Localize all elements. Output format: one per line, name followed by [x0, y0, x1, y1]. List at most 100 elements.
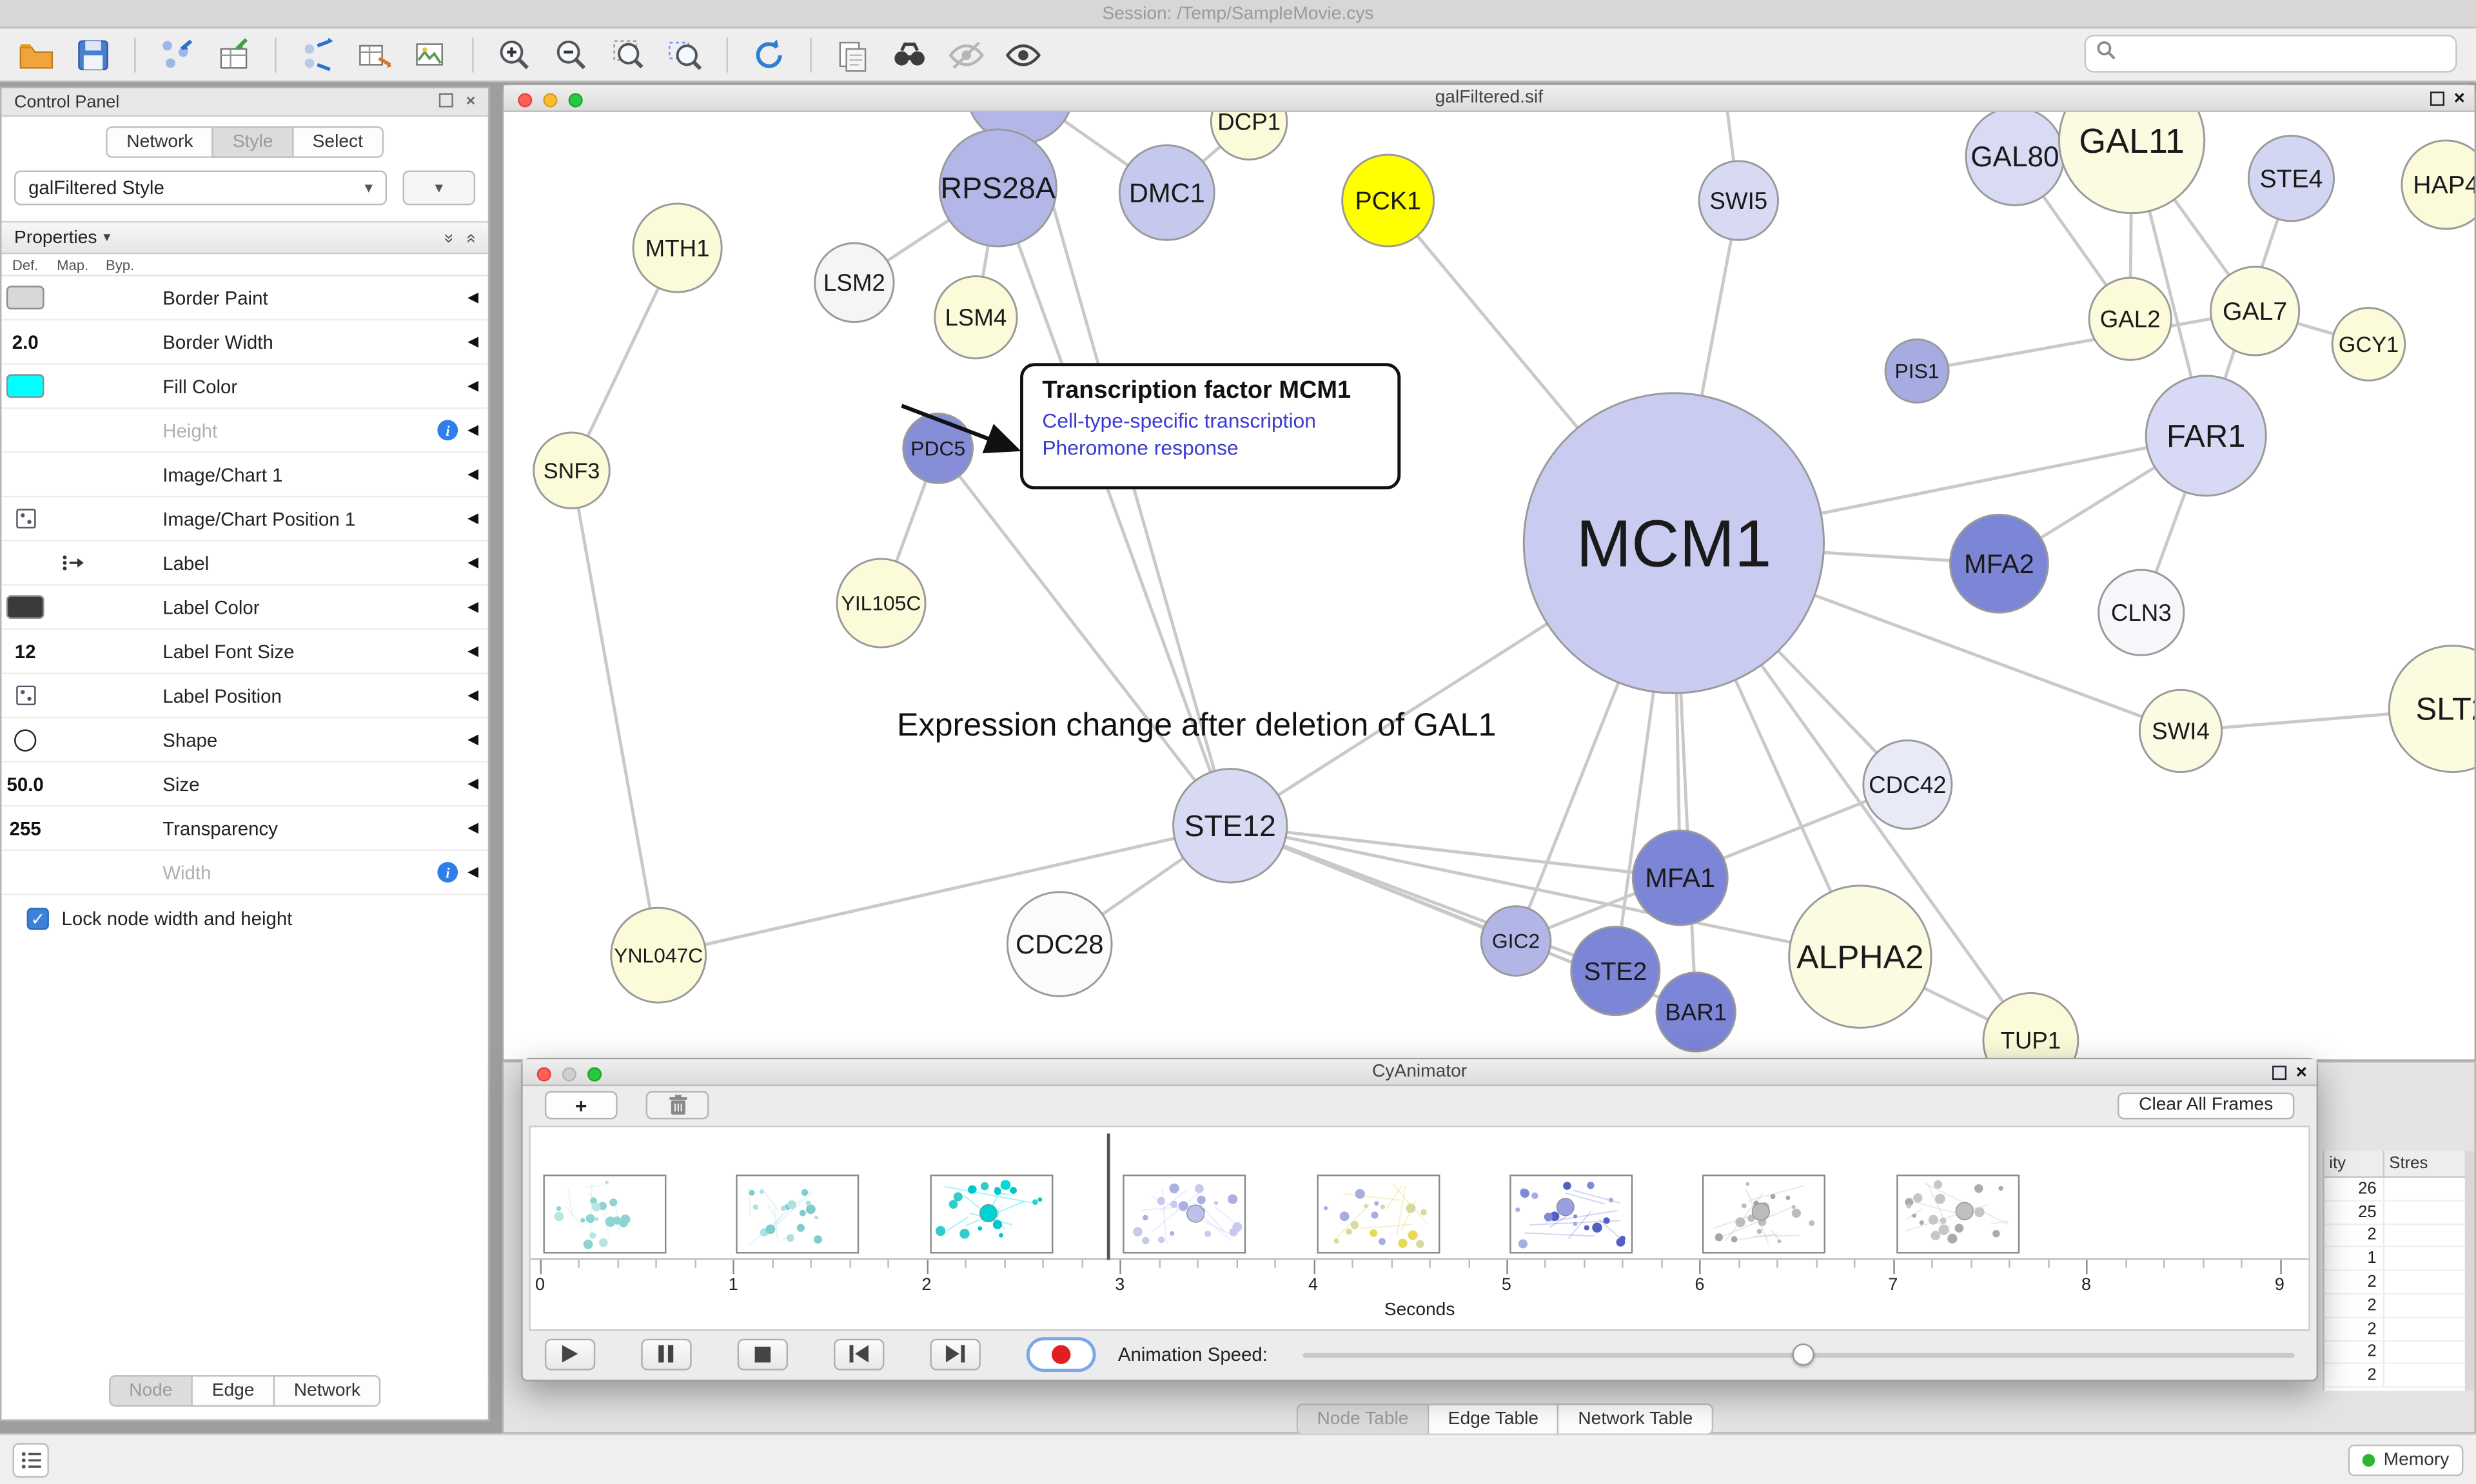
mapping-cell[interactable]	[49, 851, 96, 893]
network-node[interactable]	[1698, 160, 1780, 241]
property-row[interactable]: Label Color◀	[1, 586, 488, 630]
network-node[interactable]	[2145, 375, 2267, 497]
default-value-cell[interactable]	[1, 277, 48, 319]
bypass-cell[interactable]	[96, 409, 143, 451]
refresh-view-icon[interactable]	[745, 32, 792, 77]
network-edge[interactable]	[1230, 824, 1680, 880]
network-node[interactable]	[533, 431, 611, 510]
annotation-link[interactable]: Cell-type-specific transcription	[1042, 409, 1316, 433]
expand-property-icon[interactable]: ◀	[467, 421, 479, 438]
show-details-icon[interactable]	[999, 32, 1046, 77]
search-field[interactable]	[2084, 34, 2457, 73]
default-value-cell[interactable]: 12	[14, 640, 36, 663]
mapping-cell[interactable]	[49, 586, 96, 629]
network-node[interactable]	[2388, 645, 2475, 773]
close-view-icon[interactable]: ×	[2453, 86, 2465, 109]
network-node[interactable]	[938, 128, 1057, 248]
frame-thumbnail[interactable]	[543, 1175, 667, 1254]
close-panel-icon[interactable]: ×	[466, 93, 476, 111]
cyanimator-titlebar[interactable]: CyAnimator ×	[522, 1059, 2317, 1086]
property-row[interactable]: Label Position◀	[1, 674, 488, 719]
table-column-header[interactable]: Stres	[2384, 1151, 2467, 1176]
network-node[interactable]	[1631, 829, 1729, 926]
table-row[interactable]: 25	[2324, 1201, 2468, 1225]
table-row[interactable]: 1	[2324, 1247, 2468, 1271]
network-node[interactable]	[632, 202, 723, 293]
expand-property-icon[interactable]: ◀	[467, 642, 479, 659]
frame-thumbnail[interactable]	[1509, 1175, 1633, 1254]
property-row[interactable]: Image/Chart Position 1◀	[1, 497, 488, 542]
clipboard-icon[interactable]	[829, 32, 876, 77]
bypass-cell[interactable]	[96, 453, 143, 496]
network-edge[interactable]	[1230, 824, 1861, 959]
minimize-window-icon[interactable]	[562, 1066, 576, 1081]
tab-network[interactable]: Network	[106, 126, 212, 158]
network-node[interactable]	[934, 275, 1018, 360]
network-node[interactable]	[2331, 307, 2406, 382]
network-edge[interactable]	[996, 187, 1232, 826]
search-input[interactable]	[2122, 43, 2446, 65]
network-node[interactable]	[2210, 266, 2301, 356]
table-column-header[interactable]: ity	[2324, 1151, 2384, 1176]
zoom-window-icon[interactable]	[587, 1066, 602, 1081]
default-value-cell[interactable]	[1, 365, 48, 407]
expand-property-icon[interactable]: ◀	[467, 510, 479, 526]
default-value-cell[interactable]	[1, 586, 48, 629]
mapping-cell[interactable]	[49, 630, 96, 672]
network-node[interactable]	[1862, 739, 1953, 830]
panel-tab-network[interactable]: Network	[273, 1375, 381, 1407]
minimize-window-icon[interactable]	[543, 92, 558, 107]
bypass-cell[interactable]	[96, 277, 143, 319]
export-table-icon[interactable]	[351, 32, 398, 77]
mcm1-annotation[interactable]: Transcription factor MCM1 Cell-type-spec…	[1020, 363, 1401, 490]
bypass-cell[interactable]	[96, 851, 143, 893]
mapping-cell[interactable]	[49, 763, 96, 805]
default-value-cell[interactable]: 255	[9, 817, 41, 839]
frame-thumbnail[interactable]	[736, 1175, 860, 1254]
clear-all-frames-button[interactable]: Clear All Frames	[2117, 1091, 2295, 1119]
network-node[interactable]	[2058, 112, 2206, 215]
network-node[interactable]	[1655, 971, 1736, 1053]
stop-button[interactable]	[737, 1338, 789, 1370]
network-node[interactable]	[1522, 392, 1825, 694]
frame-thumbnail[interactable]	[1123, 1175, 1246, 1254]
hide-details-icon[interactable]	[943, 32, 990, 77]
collapse-all-icon[interactable]: »	[460, 233, 480, 243]
bypass-cell[interactable]	[96, 320, 143, 363]
slider-handle[interactable]	[1791, 1342, 1814, 1365]
bypass-cell[interactable]	[96, 542, 143, 584]
property-row[interactable]: Image/Chart 1◀	[1, 453, 488, 498]
close-view-icon[interactable]: ×	[2295, 1060, 2307, 1084]
properties-header[interactable]: Properties ▾ » »	[1, 220, 488, 255]
speed-slider[interactable]	[1302, 1338, 2295, 1370]
expand-property-icon[interactable]: ◀	[467, 730, 479, 747]
info-icon[interactable]: i	[437, 862, 458, 883]
mapping-cell[interactable]	[49, 453, 96, 496]
mapping-cell[interactable]	[49, 365, 96, 407]
table-row[interactable]: 2	[2324, 1341, 2468, 1365]
tab-style[interactable]: Style	[211, 126, 292, 158]
network-node[interactable]	[1118, 144, 1215, 241]
pause-button[interactable]	[641, 1338, 692, 1370]
bypass-cell[interactable]	[96, 674, 143, 717]
default-value-cell[interactable]	[1, 453, 48, 496]
network-node[interactable]	[2247, 135, 2335, 222]
zoom-fit-icon[interactable]	[605, 32, 652, 77]
playhead[interactable]	[1106, 1133, 1110, 1260]
network-node[interactable]	[2088, 277, 2172, 361]
next-frame-button[interactable]	[930, 1338, 981, 1370]
network-node[interactable]	[610, 906, 707, 1004]
default-value-cell[interactable]	[1, 542, 48, 584]
panel-tab-node[interactable]: Node	[108, 1375, 192, 1407]
tab-select[interactable]: Select	[291, 126, 384, 158]
table-scrollbar[interactable]	[2464, 1151, 2475, 1391]
mapping-cell[interactable]	[49, 320, 96, 363]
property-row[interactable]: Fill Color◀	[1, 365, 488, 409]
network-node[interactable]	[2098, 569, 2185, 656]
network-node[interactable]	[1172, 768, 1288, 884]
lock-size-row[interactable]: ✓ Lock node width and height	[1, 895, 487, 930]
